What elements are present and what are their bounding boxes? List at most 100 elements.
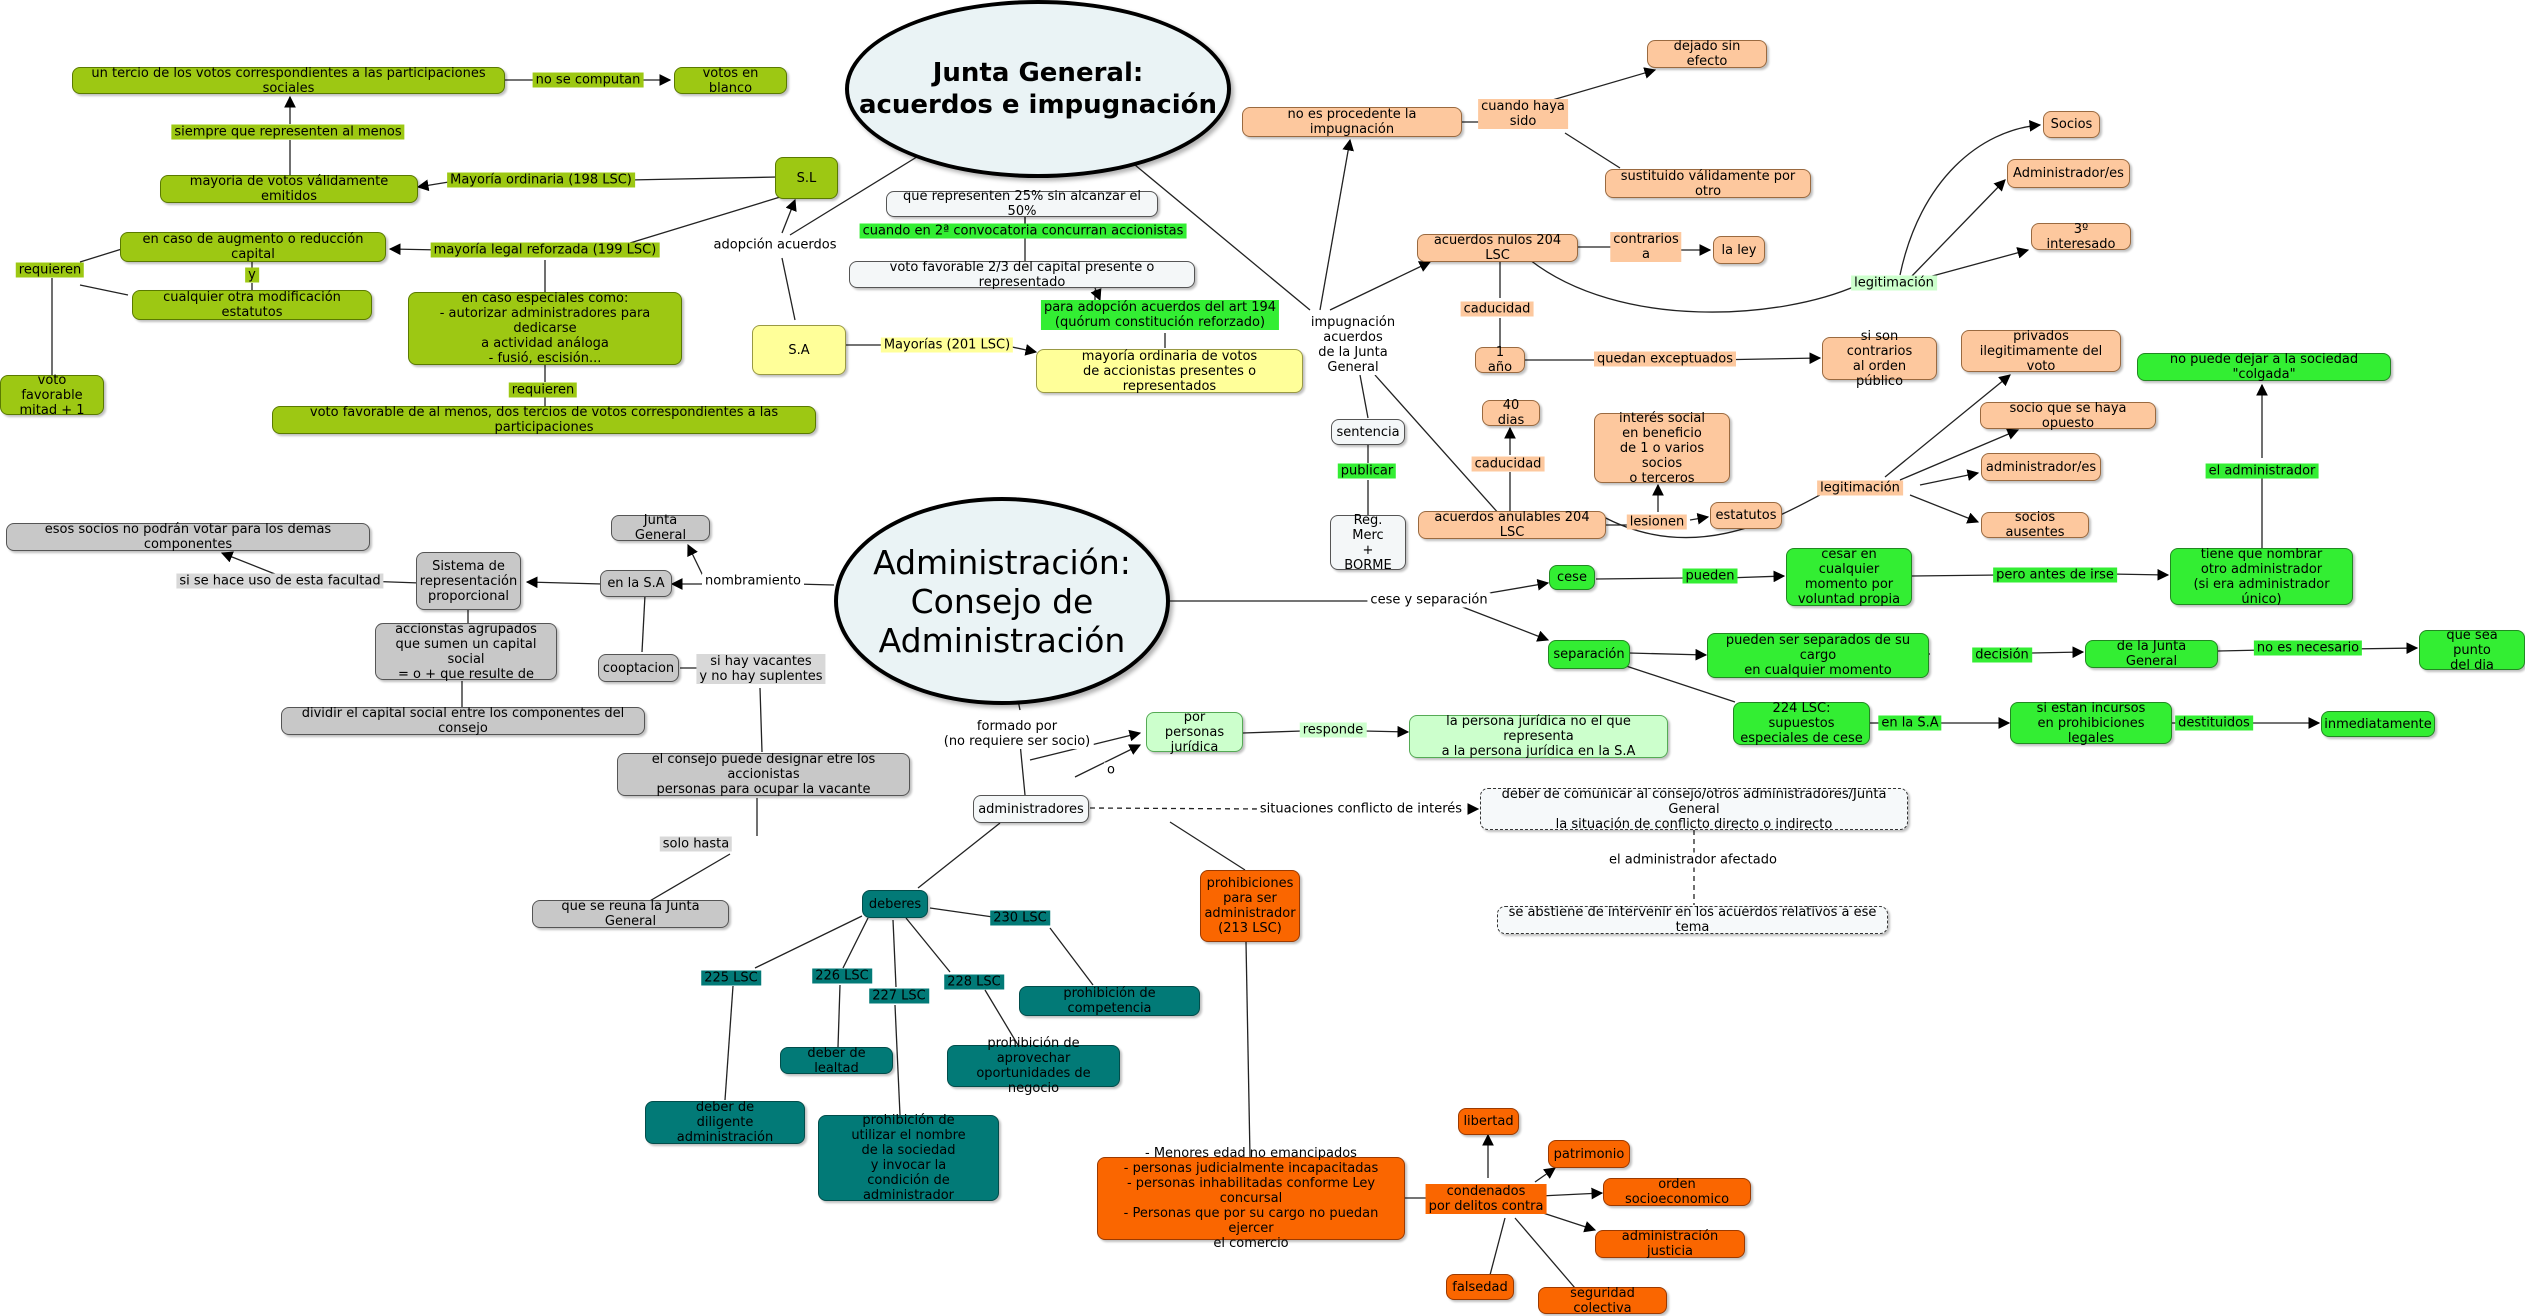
node-interes-social[interactable]: interés social en beneficio de 1 o vario… <box>1594 411 1730 486</box>
link-pueden: pueden <box>1682 568 1738 584</box>
link-lsc-226: 226 LSC <box>812 968 872 984</box>
node-junta-general[interactable]: Junta General <box>611 513 710 543</box>
node-cese[interactable]: cese <box>1549 565 1595 590</box>
node-socio-opuesto[interactable]: socio que se haya opuesto <box>1980 401 2156 431</box>
node-votos-blanco[interactable]: votos en blanco <box>674 66 787 96</box>
node-un-ano[interactable]: 1 año <box>1475 345 1525 375</box>
node-de-la-junta[interactable]: de la Junta General <box>2085 639 2218 669</box>
node-sentencia[interactable]: sentencia <box>1331 419 1405 445</box>
node-voto-2-3[interactable]: voto favorable 2/3 del capital presente … <box>849 260 1195 290</box>
node-utilizar-nombre[interactable]: prohibición de utilizar el nombre de la … <box>818 1113 999 1203</box>
node-en-la-sa[interactable]: en la S.A <box>600 570 672 597</box>
link-impugnacion-acuerdos: impugnación acuerdos de la Junta General <box>1307 315 1399 375</box>
node-casos-especiales[interactable]: en caso especiales como: - autorizar adm… <box>408 291 682 366</box>
link-requieren-2: requieren <box>508 382 578 398</box>
link-mayoria-reforzada-199: mayoría legal reforzada (199 LSC) <box>430 242 660 258</box>
node-administradores-leg[interactable]: Administrador/es <box>2007 159 2130 188</box>
node-tercio-votos[interactable]: un tercio de los votos correspondientes … <box>72 66 505 96</box>
node-orden-publico[interactable]: si son contrarios al orden público <box>1822 329 1937 389</box>
node-esos-socios[interactable]: esos socios no podrán votar para los dem… <box>6 522 370 552</box>
node-representen-25[interactable]: que representen 25% sin alcanzar el 50% <box>886 189 1158 219</box>
node-prohibiciones-legales[interactable]: si estan incursos en prohibiciones legal… <box>2010 701 2172 746</box>
node-persona-juridica[interactable]: la persona jurídica no el que representa… <box>1409 714 1668 759</box>
node-mayoria-validos[interactable]: mayoria de votos válidamente emitidos <box>160 174 418 204</box>
node-privados[interactable]: privados ilegitimamente del voto <box>1961 329 2121 374</box>
node-supuestos-cese[interactable]: 224 LSC: supuestos especiales de cese <box>1733 701 1870 746</box>
link-en-la-sa: en la S.A <box>1878 715 1942 731</box>
node-se-abstiene[interactable]: se abstiene de intervenir en los acuerdo… <box>1497 905 1888 935</box>
node-cooptacion[interactable]: cooptacion <box>598 654 679 682</box>
node-deber-lealtad[interactable]: deber de lealtad <box>780 1046 893 1076</box>
node-orden-socioeconomico[interactable]: orden socioeconomico <box>1603 1177 1751 1207</box>
link-lsc-230: 230 LSC <box>990 910 1050 926</box>
node-prohibiciones-ser[interactable]: prohibiciones para ser administrador (21… <box>1200 870 1300 942</box>
node-nuevo-admin[interactable]: tiene que nombrar otro administrador (si… <box>2170 547 2353 607</box>
link-legitimacion-1: legitimación <box>1851 275 1937 291</box>
node-socios-ausentes[interactable]: socios ausentes <box>1981 510 2089 540</box>
link-solo-hasta: solo hasta <box>659 836 733 852</box>
link-siempre-que: siempre que representen al menos <box>171 124 405 140</box>
node-libertad[interactable]: libertad <box>1458 1108 1519 1135</box>
link-destituidos: destituidos <box>2175 715 2253 731</box>
node-diligente[interactable]: deber de diligente administración <box>645 1100 805 1145</box>
node-sustituido[interactable]: sustituido válidamente por otro <box>1605 169 1811 199</box>
node-sa[interactable]: S.A <box>752 325 846 375</box>
link-requieren-1: requieren <box>15 262 85 278</box>
link-pero-antes: pero antes de irse <box>1993 567 2117 583</box>
node-separados[interactable]: pueden ser separados de su cargo en cual… <box>1707 633 1929 678</box>
node-dos-tercios[interactable]: voto favorable de al menos, dos tercios … <box>272 405 816 435</box>
link-no-es-necesario: no es necesario <box>2253 640 2363 656</box>
node-no-procedente[interactable]: no es procedente la impugnación <box>1242 107 1462 137</box>
node-acuerdos-nulos[interactable]: acuerdos nulos 204 LSC <box>1417 233 1578 263</box>
title-junta-general: Junta General: acuerdos e impugnación <box>845 0 1231 178</box>
node-administradores-an[interactable]: administrador/es <box>1981 453 2101 481</box>
link-administrador-afectado: el administrador afectado <box>1606 852 1780 868</box>
node-administracion-justicia[interactable]: administración justicia <box>1595 1229 1745 1259</box>
node-otra-modificacion[interactable]: cualquier otra modificación estatutos <box>132 290 372 320</box>
node-estatutos[interactable]: estatutos <box>1710 502 1782 529</box>
node-reuna-junta[interactable]: que se reuna la Junta General <box>532 899 729 929</box>
link-adopcion-acuerdos: adopción acuerdos <box>710 237 840 253</box>
node-seguridad-colectiva[interactable]: seguridad colectiva <box>1538 1286 1667 1316</box>
title-administracion: Administración: Consejo de Administració… <box>834 497 1170 705</box>
link-lsc-228: 228 LSC <box>944 974 1004 990</box>
node-acuerdos-anulables[interactable]: acuerdos anulables 204 LSC <box>1418 510 1606 540</box>
node-accionistas-agrupados[interactable]: accionstas agrupados que sumen un capita… <box>375 622 557 682</box>
node-socios[interactable]: Socios <box>2043 111 2100 138</box>
link-responde: responde <box>1299 722 1367 738</box>
node-administradores[interactable]: administradores <box>973 795 1089 823</box>
node-voto-mitad[interactable]: voto favorable mitad + 1 <box>0 373 104 418</box>
node-punto-dia[interactable]: que sea punto del dia <box>2419 628 2525 673</box>
node-sl[interactable]: S.L <box>775 157 838 199</box>
node-aumento-capital[interactable]: en caso de augmento o reducción capital <box>120 232 386 262</box>
node-separacion[interactable]: separación <box>1548 640 1630 669</box>
node-tercero-interesado[interactable]: 3º interesado <box>2031 222 2131 252</box>
node-cuarenta-dias[interactable]: 40 dias <box>1482 398 1540 428</box>
node-mayoria-ordinaria-sa[interactable]: mayoría ordinaria de votos de accionista… <box>1036 349 1303 394</box>
node-consejo-designar[interactable]: el consejo puede designar etre los accio… <box>617 752 910 797</box>
node-por-personas-juridica[interactable]: por personas jurídica <box>1146 710 1243 755</box>
node-deberes[interactable]: deberes <box>862 890 928 918</box>
link-si-hay-vacantes: si hay vacantes y no hay suplentes <box>696 654 826 684</box>
node-menores[interactable]: - Menores edad no emancipados - personas… <box>1097 1146 1405 1251</box>
link-caducidad-2: caducidad <box>1471 456 1545 472</box>
link-lesionen: lesionen <box>1626 514 1688 530</box>
link-lsc-225: 225 LSC <box>701 970 761 986</box>
link-mayoria-ordinaria-198: Mayoría ordinaria (198 LSC) <box>447 172 635 188</box>
node-patrimonio[interactable]: patrimonio <box>1548 1140 1630 1168</box>
link-nombramiento: nombramiento <box>702 573 804 589</box>
node-no-colgada[interactable]: no puede dejar a la sociedad "colgada" <box>2137 352 2391 382</box>
node-falsedad[interactable]: falsedad <box>1446 1274 1514 1300</box>
node-dejado-sin-efecto[interactable]: dejado sin efecto <box>1647 39 1767 69</box>
node-aprovechar-oportunidades[interactable]: prohibición de aprovechar oportunidades … <box>947 1036 1120 1096</box>
link-cuando-haya-sido: cuando haya sido <box>1478 99 1568 129</box>
node-inmediatamente[interactable]: inmediatamente <box>2321 711 2435 737</box>
node-prohibicion-competencia[interactable]: prohibición de competencia <box>1019 986 1200 1016</box>
node-dividir-capital[interactable]: dividir el capital social entre los comp… <box>281 706 645 736</box>
node-cesar-momento[interactable]: cesar en cualquier momento por voluntad … <box>1786 547 1912 607</box>
node-reg-merc[interactable]: Reg. Merc + BORME <box>1330 513 1406 573</box>
node-la-ley[interactable]: la ley <box>1713 236 1765 264</box>
node-deber-comunicar[interactable]: deber de comunicar al consejo/otros admi… <box>1480 787 1908 832</box>
node-sistema-representacion[interactable]: Sistema de representación proporcional <box>416 552 521 610</box>
link-si-hace-uso: si se hace uso de esta facultad <box>176 573 384 589</box>
